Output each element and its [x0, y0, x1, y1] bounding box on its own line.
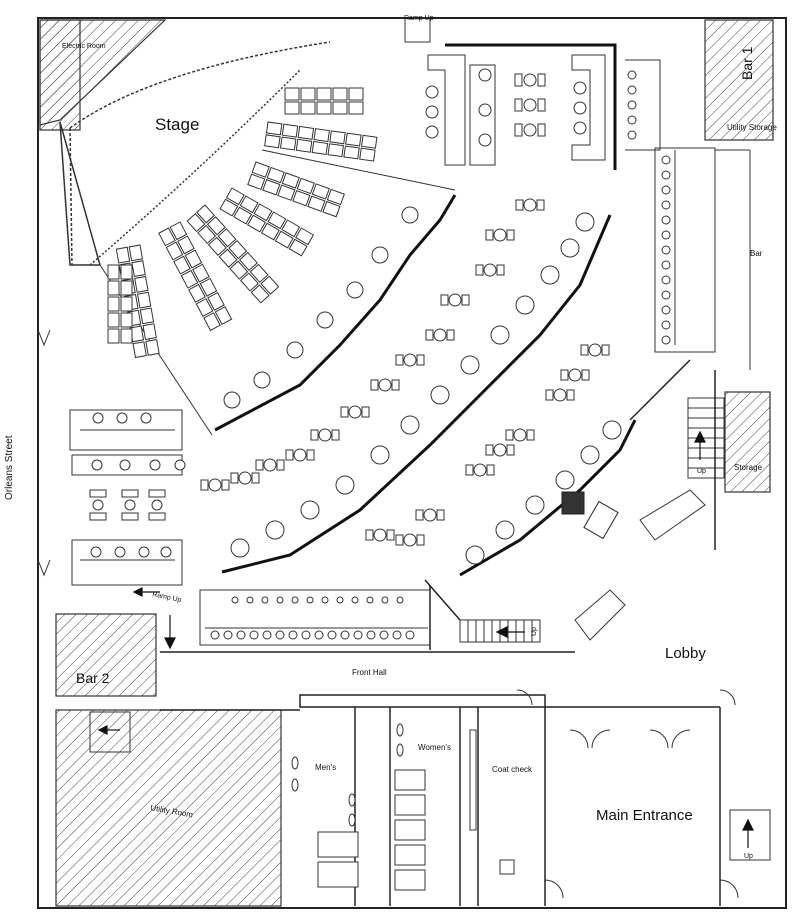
interior-walls — [160, 359, 721, 906]
bar2-label: Bar 2 — [76, 670, 110, 686]
stage-label: Stage — [155, 115, 199, 134]
hatched-areas — [39, 19, 774, 907]
storage-label: Storage — [734, 463, 763, 472]
electric-room-label: Electric Room — [62, 43, 106, 50]
electric-room-corner — [39, 19, 167, 126]
ramp-up-top-label: Ramp Up — [404, 15, 434, 22]
ramp-up-label: Ramp Up — [152, 591, 182, 604]
utility-room-area — [55, 709, 282, 907]
direction-arrows — [97, 430, 754, 848]
bar2-area — [55, 613, 157, 697]
womens-label: Women's — [418, 743, 451, 752]
coat-check-label: Coat check — [492, 765, 533, 774]
orleans-street-label: Orleans Street — [4, 435, 15, 500]
bar1-label: Bar 1 — [739, 46, 755, 80]
mens-label: Men's — [315, 763, 336, 772]
stage-seat-rows — [107, 87, 378, 359]
booth-tables — [223, 206, 622, 565]
up-label-entrance-stairs: Up — [744, 853, 753, 860]
main-bar — [625, 59, 751, 370]
av-booth — [561, 491, 619, 540]
up-label-stairs-right: Up — [697, 468, 706, 475]
utility-storage-label: Utility Storage — [727, 123, 777, 132]
main-entrance-label: Main Entrance — [596, 807, 693, 824]
up-label-lobby-stairs: Up — [531, 627, 538, 636]
doors — [37, 17, 739, 899]
front-hall-label: Front Hall — [352, 668, 387, 677]
lobby-label: Lobby — [665, 645, 706, 662]
vip-booths — [425, 54, 606, 166]
left-booths — [69, 409, 186, 586]
restroom-fixtures — [291, 723, 515, 891]
storage-area — [724, 391, 771, 493]
bar-label: Bar — [750, 249, 763, 258]
tier-walls — [214, 43, 637, 577]
bar1-area — [704, 19, 774, 141]
front-hall-counter — [199, 589, 431, 646]
cafe-tables — [200, 198, 610, 547]
